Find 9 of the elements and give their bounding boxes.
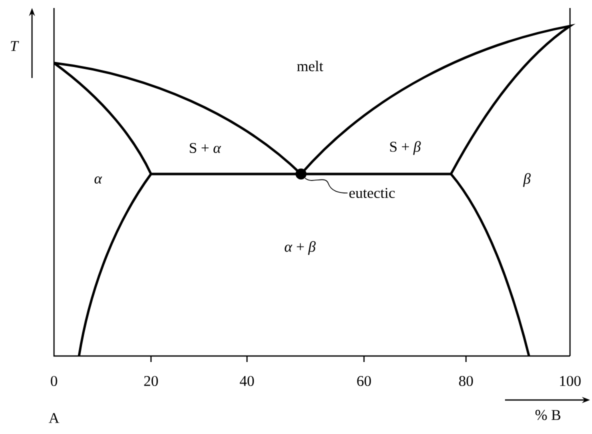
axis-label: % B bbox=[535, 410, 560, 420]
tick-label: 40 bbox=[240, 376, 254, 386]
axis-label: T bbox=[10, 41, 20, 51]
tick-label: 80 bbox=[459, 376, 473, 386]
tick-label: 20 bbox=[144, 376, 158, 386]
axis-label: A bbox=[48, 413, 60, 423]
tick-label: 0 bbox=[50, 376, 58, 386]
tick-label: 100 bbox=[560, 376, 581, 386]
tick-label: 60 bbox=[357, 376, 371, 386]
